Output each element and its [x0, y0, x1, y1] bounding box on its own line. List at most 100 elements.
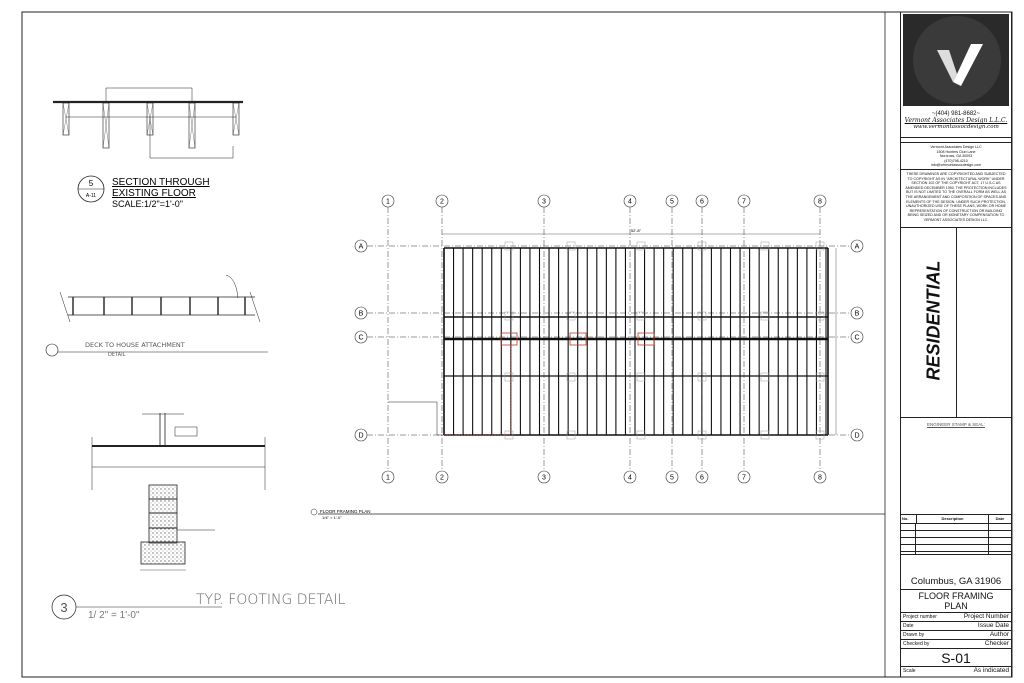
deck-attachment-detail: [45, 274, 268, 357]
project-location: Columbus, GA 31906: [910, 576, 1002, 587]
joist: [188, 102, 196, 149]
grid-bubble: [354, 428, 368, 442]
overall-dimension: 52'-8": [631, 228, 642, 233]
pier: [815, 241, 825, 251]
address-line: 1508 Hunters Club Lane: [936, 149, 976, 154]
grid-bubble: [435, 470, 449, 484]
location-area: Columbus, GA 31906: [901, 555, 1011, 590]
grid-bubble: [737, 194, 751, 208]
joist-cross: [232, 102, 240, 136]
footing-title: TYP. FOOTING DETAIL: [196, 592, 346, 608]
joist: [102, 102, 110, 149]
joist-cross: [102, 102, 110, 149]
pier: [815, 311, 825, 321]
field-drawn-by: Drawn by Author: [901, 631, 1011, 640]
field-value: Checker: [984, 640, 1009, 647]
grid-label: C: [854, 335, 859, 342]
grid-label: 7: [742, 475, 746, 482]
copyright-notice: THESE DRAWINGS ARE COPYRIGHTED AND SUBJE…: [901, 170, 1011, 228]
joist-cross: [62, 102, 70, 136]
grid-bubble: [850, 330, 864, 344]
phone: ~(404) 981-8682~: [931, 111, 981, 117]
grid-bubble: [813, 194, 827, 208]
grid-label: D: [358, 433, 363, 440]
pier: [504, 311, 514, 321]
pier: [636, 430, 646, 440]
grid-label: 7: [742, 199, 746, 206]
pier: [566, 241, 576, 251]
field-label: Project number: [903, 614, 937, 620]
firm-contact: ~(404) 981-8682~ Vermont Associates Desi…: [901, 108, 1011, 138]
grid-label: 2: [440, 199, 444, 206]
address-line: Vermont Associates Design LLC: [930, 145, 982, 149]
grid-bubble: [695, 470, 709, 484]
grid-bubble: [850, 306, 864, 320]
title-block: ~(404) 981-8682~ Vermont Associates Desi…: [900, 12, 1012, 677]
grid-label: 3: [542, 199, 546, 206]
pier: [636, 372, 646, 382]
grid-label: A: [359, 244, 364, 251]
v-logo-icon: [937, 44, 983, 86]
plan-scale: 1/4" = 1'-0": [322, 515, 342, 520]
address-line: (470)798-4210: [944, 158, 968, 163]
sheet-number: S-01: [901, 649, 1011, 667]
joist-cross: [188, 102, 196, 149]
footing-scale: 1/ 2" = 1'-0": [88, 610, 140, 621]
grid-label: 1: [386, 199, 390, 206]
pier: [760, 430, 770, 440]
website: www.vermontassocdesign.com: [913, 124, 999, 130]
pier: [504, 372, 514, 382]
pier: [697, 430, 707, 440]
project-type-area: RESIDENTIAL: [901, 228, 1011, 418]
address-line: info@vermontassocdesign.com: [930, 163, 982, 168]
rev-header-no: No.: [901, 515, 917, 523]
highlighted-footing: [500, 332, 518, 346]
grid-label: 4: [628, 199, 632, 206]
highlight-path: [444, 345, 512, 436]
grid-bubble: [665, 194, 679, 208]
pier: [504, 241, 514, 251]
grid-bubble: [381, 470, 395, 484]
pier: [636, 311, 646, 321]
pier: [760, 241, 770, 251]
section-detail: [53, 87, 243, 203]
grid-bubble: [665, 470, 679, 484]
pier: [815, 430, 825, 440]
grid-bubble: [354, 239, 368, 253]
grid-bubble: [737, 470, 751, 484]
grid-bubble: [850, 239, 864, 253]
highlighted-footing: [569, 332, 587, 346]
grid-bubble: [354, 306, 368, 320]
pier: [697, 311, 707, 321]
grid-bubble: [623, 194, 637, 208]
grid-bubble: [381, 194, 395, 208]
plan-title: FLOOR FRAMING PLAN: [320, 509, 371, 514]
grid-label: 1: [386, 475, 390, 482]
field-checked-by: Checked by Checker: [901, 640, 1011, 649]
grid-bubble: [354, 330, 368, 344]
field-label: Checked by: [903, 641, 930, 647]
grid-label: 6: [700, 475, 704, 482]
grid-label: C: [358, 335, 363, 342]
section-scale: SCALE:1/2"=1'-0": [112, 199, 183, 209]
pier: [760, 311, 770, 321]
joist: [232, 102, 240, 136]
field-label: Drawn by: [903, 632, 925, 638]
grid-bubble: [813, 470, 827, 484]
grid-label: 8: [818, 199, 822, 206]
sheet-border: [21, 11, 1013, 678]
pier: [760, 372, 770, 382]
field-value: As indicated: [973, 667, 1009, 674]
copyright-text: THESE DRAWINGS ARE COPYRIGHTED AND SUBJE…: [905, 172, 1007, 222]
rev-header-description: Description: [917, 515, 989, 523]
field-value: Author: [989, 631, 1009, 638]
joist: [62, 102, 70, 136]
grid-label: 5: [670, 199, 674, 206]
footing-detail: [51, 413, 266, 620]
pier: [697, 372, 707, 382]
